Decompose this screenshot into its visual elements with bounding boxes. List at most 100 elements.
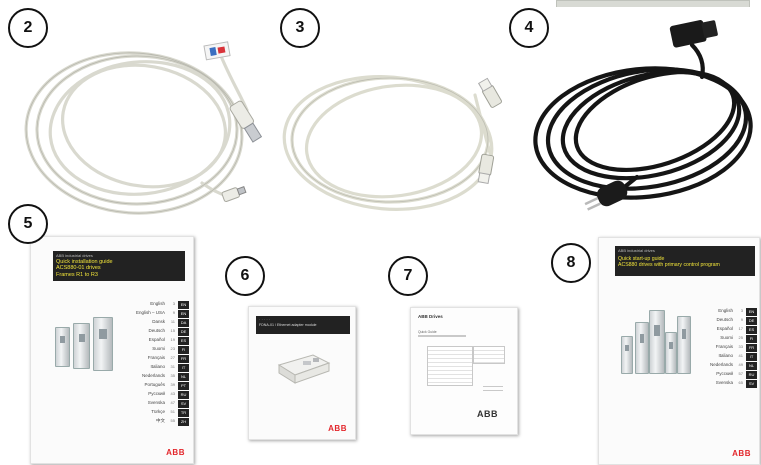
booklet-brand: · · · · · — [259, 317, 271, 322]
language-page-number: 17 — [738, 326, 743, 331]
abb-drives-quick-guide-booklet: ABB Drives Quick Guide ABB — [410, 307, 518, 435]
booklet-brand: ABB industrial drives — [56, 253, 93, 258]
language-page-number: 19 — [170, 337, 175, 342]
language-page-number: 33 — [738, 344, 743, 349]
language-code-tab: DE — [746, 317, 757, 325]
booklet-header: ABB industrial drives Quick installation… — [53, 251, 185, 281]
booklet-subtitle: Quick Guide — [418, 330, 437, 334]
abb-logo: ABB — [732, 449, 751, 458]
language-name: Svenska — [715, 380, 733, 385]
language-name: Nederlands — [141, 373, 165, 378]
language-page-number: 57 — [738, 371, 743, 376]
language-name: Dansk — [152, 319, 165, 324]
adapter-module-manual-booklet: · · · · · FDNA-01 / Ethernet adapter mod… — [248, 306, 356, 440]
title-line-3: Frames R1 to R3 — [56, 271, 98, 278]
title-line-2: ACS880-01 drives — [56, 265, 101, 272]
language-name: Türkçe — [151, 409, 165, 414]
language-name: English – USA — [135, 310, 165, 315]
booklet-header: ABB industrial drives Quick start-up gui… — [615, 246, 755, 276]
language-name: Français — [715, 344, 733, 349]
language-page-number: 31 — [170, 364, 175, 369]
item-number-badge-5: 5 — [8, 204, 48, 244]
language-name: English — [150, 301, 165, 306]
language-name: 中文 — [156, 418, 165, 423]
language-page-number: 9 — [172, 310, 175, 315]
language-name: Suomi — [152, 346, 165, 351]
language-name: Italiano — [718, 353, 733, 358]
language-name: Português — [144, 382, 165, 387]
title-line-2: ACS880 drives with primary control progr… — [618, 261, 720, 268]
language-code-tab: FI — [746, 335, 757, 343]
language-name: Русский — [716, 371, 733, 376]
language-code-tab: RU — [746, 371, 757, 379]
abb-logo: ABB — [477, 409, 498, 419]
item-number-badge-3: 3 — [280, 8, 320, 48]
language-page-number: 3 — [172, 301, 175, 306]
ethernet-cable-illustration — [282, 75, 502, 211]
language-code-tab: EN — [178, 310, 189, 318]
language-page-number: 25 — [738, 335, 743, 340]
language-page-number: 3 — [740, 308, 743, 313]
language-code-tab: IT — [746, 353, 757, 361]
language-name: Italiano — [150, 364, 165, 369]
language-page-number: 9 — [740, 317, 743, 322]
usb-cable-photo — [22, 18, 270, 218]
parameter-table-image — [473, 346, 505, 364]
text-placeholder-line — [483, 390, 503, 391]
language-name: Русский — [148, 391, 165, 396]
usb-cable-illustration — [24, 41, 263, 215]
language-code-tab: ZH — [178, 418, 189, 426]
abb-logo: ABB — [328, 424, 347, 433]
language-page-number: 43 — [170, 391, 175, 396]
language-code-tab: ES — [178, 337, 189, 345]
quick-installation-guide-booklet: ABB industrial drives Quick installation… — [30, 236, 194, 464]
language-page-number: 55 — [170, 418, 175, 423]
language-code-tab: EN — [746, 308, 757, 316]
language-code-tab: SV — [178, 400, 189, 408]
booklet-title: FDNA-01 / Ethernet adapter module — [259, 323, 317, 327]
drive-unit-image — [93, 317, 113, 371]
text-placeholder-line — [483, 386, 503, 387]
abb-logo: ABB — [166, 448, 185, 457]
language-page-number: 11 — [170, 319, 175, 324]
language-name: English — [718, 308, 733, 313]
language-code-tab: DA — [178, 319, 189, 327]
language-page-number: 41 — [738, 353, 743, 358]
language-code-tab: PT — [178, 382, 189, 390]
drive-unit-image — [621, 336, 633, 374]
item-number-badge-7: 7 — [388, 256, 428, 296]
language-page-number: 51 — [170, 409, 175, 414]
parameter-table-image — [427, 346, 473, 386]
language-name: Deutsch — [716, 317, 733, 322]
language-code-tab: SV — [746, 380, 757, 388]
title-line-1: Quick installation guide — [56, 259, 113, 265]
language-name: Español — [148, 337, 165, 342]
language-name: Français — [147, 355, 165, 360]
adapter-module-image — [277, 354, 331, 384]
quick-startup-guide-booklet: ABB industrial drives Quick start-up gui… — [598, 237, 760, 465]
language-page-number: 47 — [170, 400, 175, 405]
drive-unit-image — [649, 310, 665, 374]
language-name: Suomi — [720, 335, 733, 340]
language-name: Español — [716, 326, 733, 331]
booklet-brand: ABB Drives — [418, 314, 443, 319]
language-code-tab: DE — [178, 328, 189, 336]
language-page-number: 35 — [170, 373, 175, 378]
